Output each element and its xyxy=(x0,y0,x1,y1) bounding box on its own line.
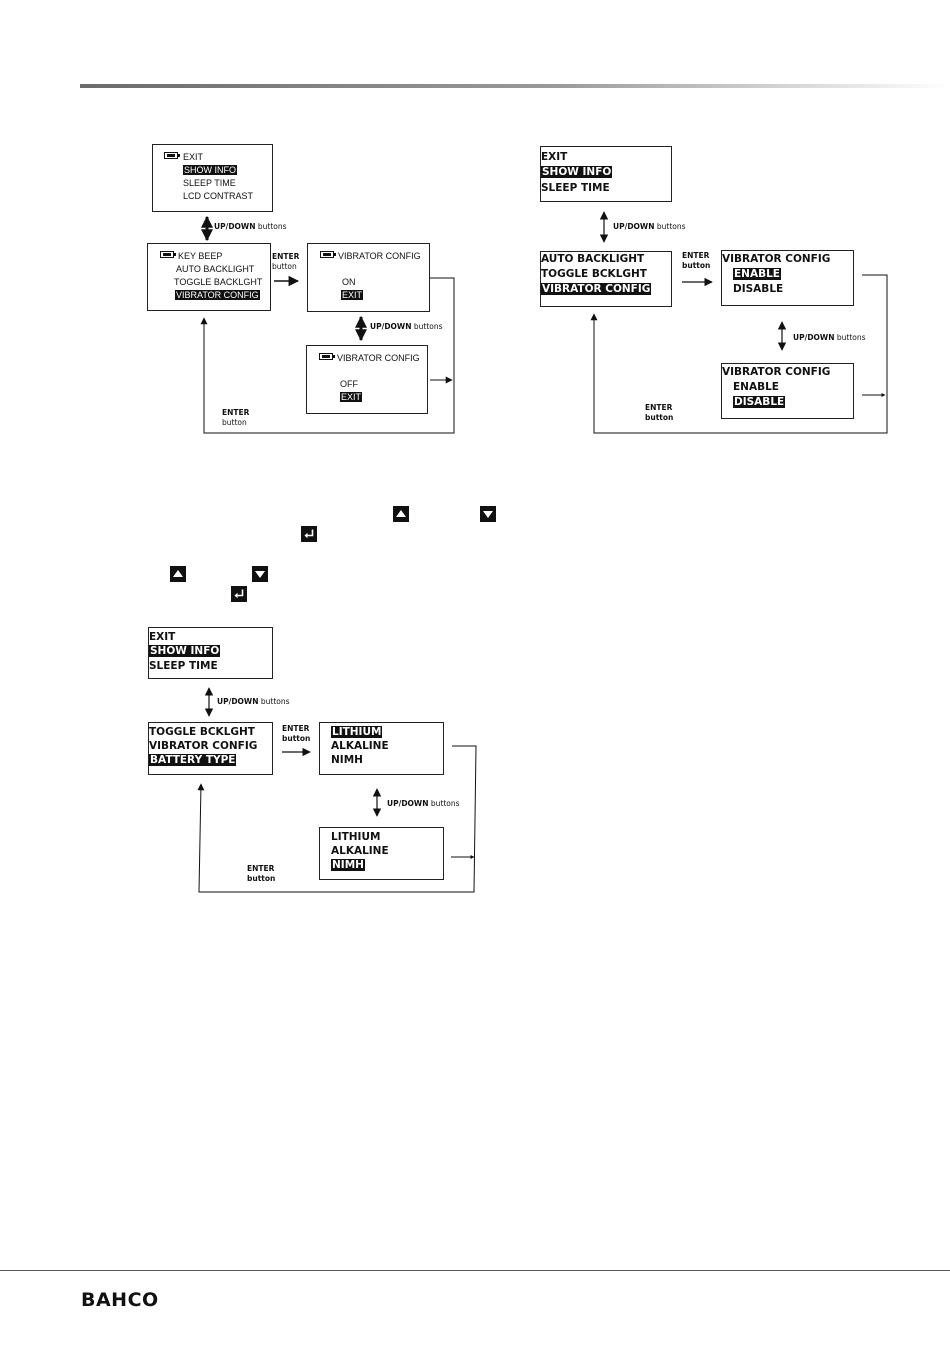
menu-item: LCD CONTRAST xyxy=(183,191,254,201)
enter-key-icon xyxy=(231,586,247,602)
menu-item-selected: SHOW INFO xyxy=(183,165,237,175)
menu-item: KEY BEEP xyxy=(178,251,223,261)
menu-item: TOGGLE BACKLGHT xyxy=(174,277,263,287)
menu-item-selected: SHOW INFO xyxy=(149,645,221,657)
return-loop-c xyxy=(197,745,477,893)
b-sub-menu-screen: AUTO BACKLIGHT TOGGLE BCKLGHT VIBRATOR C… xyxy=(540,251,672,307)
return-loop-b xyxy=(590,274,888,434)
header-rule xyxy=(80,84,950,88)
a-sub-menu-screen: KEY BEEP AUTO BACKLIGHT TOGGLE BACKLGHT … xyxy=(147,243,271,311)
updown-label-c1: UP/DOWN buttons xyxy=(217,697,290,706)
down-arrow-key-icon xyxy=(252,566,268,582)
menu-item-selected: VIBRATOR CONFIG xyxy=(175,290,260,300)
c-sub-menu-screen: TOGGLE BCKLGHT VIBRATOR CONFIG BATTERY T… xyxy=(148,722,273,775)
menu-item: EXIT xyxy=(183,152,204,162)
option-alkaline: ALKALINE xyxy=(331,740,389,752)
a-main-menu-screen: EXIT SHOW INFO SLEEP TIME LCD CONTRAST xyxy=(152,144,273,212)
menu-item: TOGGLE BCKLGHT xyxy=(541,268,647,280)
menu-item: AUTO BACKLIGHT xyxy=(541,253,645,265)
menu-item: TOGGLE BCKLGHT xyxy=(149,726,255,738)
option-disable-selected: DISABLE xyxy=(733,396,786,408)
menu-item: AUTO BACKLIGHT xyxy=(176,264,255,274)
updown-label-b2: UP/DOWN buttons xyxy=(793,333,866,342)
menu-item: SLEEP TIME xyxy=(541,182,610,194)
footer-rule xyxy=(0,1270,950,1271)
updown-label-b1: UP/DOWN buttons xyxy=(613,222,686,231)
option-on: ON xyxy=(342,277,356,287)
option-enable: ENABLE xyxy=(733,381,779,393)
menu-item-selected: SHOW INFO xyxy=(541,166,613,178)
screen-title: VIBRATOR CONFIG xyxy=(337,353,420,363)
screen-title: VIBRATOR CONFIG xyxy=(338,251,421,261)
updown-label-a2: UP/DOWN buttons xyxy=(370,322,443,331)
option-exit-selected: EXIT xyxy=(340,392,363,402)
menu-item: SLEEP TIME xyxy=(183,178,236,188)
c-battery-lithium-screen: LITHIUM ALKALINE NIMH xyxy=(319,722,444,775)
option-alkaline: ALKALINE xyxy=(331,845,389,857)
c-battery-nimh-screen: LITHIUM ALKALINE NIMH xyxy=(319,827,444,880)
battery-icon xyxy=(319,353,335,360)
b-main-menu-screen: EXIT SHOW INFO SLEEP TIME xyxy=(540,146,672,202)
battery-icon xyxy=(164,152,180,159)
battery-icon xyxy=(320,251,336,258)
a-vibrator-off-screen: VIBRATOR CONFIG OFF EXIT xyxy=(306,345,428,414)
up-arrow-key-icon xyxy=(170,566,186,582)
option-lithium-selected: LITHIUM xyxy=(331,726,383,738)
bahco-logo: BAHCO xyxy=(81,1289,159,1311)
option-disable: DISABLE xyxy=(733,283,784,295)
screen-title: VIBRATOR CONFIG xyxy=(722,253,831,265)
c-main-menu-screen: EXIT SHOW INFO SLEEP TIME xyxy=(148,627,273,679)
b-vibrator-disable-screen: VIBRATOR CONFIG ENABLE DISABLE xyxy=(721,363,854,419)
option-exit-selected: EXIT xyxy=(341,290,364,300)
option-nimh-selected: NIMH xyxy=(331,859,365,871)
updown-label-c2: UP/DOWN buttons xyxy=(387,799,460,808)
down-arrow-key-icon xyxy=(480,506,496,522)
menu-item-selected: BATTERY TYPE xyxy=(149,754,237,766)
a-vibrator-on-screen: VIBRATOR CONFIG ON EXIT xyxy=(307,243,430,312)
menu-item: SLEEP TIME xyxy=(149,660,218,672)
battery-icon xyxy=(160,251,176,258)
menu-item: EXIT xyxy=(149,631,176,643)
menu-item-selected: VIBRATOR CONFIG xyxy=(541,283,652,295)
return-loop-a xyxy=(200,277,455,434)
option-off: OFF xyxy=(340,379,358,389)
option-enable-selected: ENABLE xyxy=(733,268,781,280)
menu-item: EXIT xyxy=(541,151,568,163)
b-vibrator-enable-screen: VIBRATOR CONFIG ENABLE DISABLE xyxy=(721,250,854,306)
screen-title: VIBRATOR CONFIG xyxy=(722,366,831,378)
option-lithium: LITHIUM xyxy=(331,831,381,843)
up-arrow-key-icon xyxy=(393,506,409,522)
enter-key-icon xyxy=(301,526,317,542)
option-nimh: NIMH xyxy=(331,754,363,766)
menu-item: VIBRATOR CONFIG xyxy=(149,740,258,752)
updown-label-a1: UP/DOWN buttons xyxy=(214,222,287,231)
